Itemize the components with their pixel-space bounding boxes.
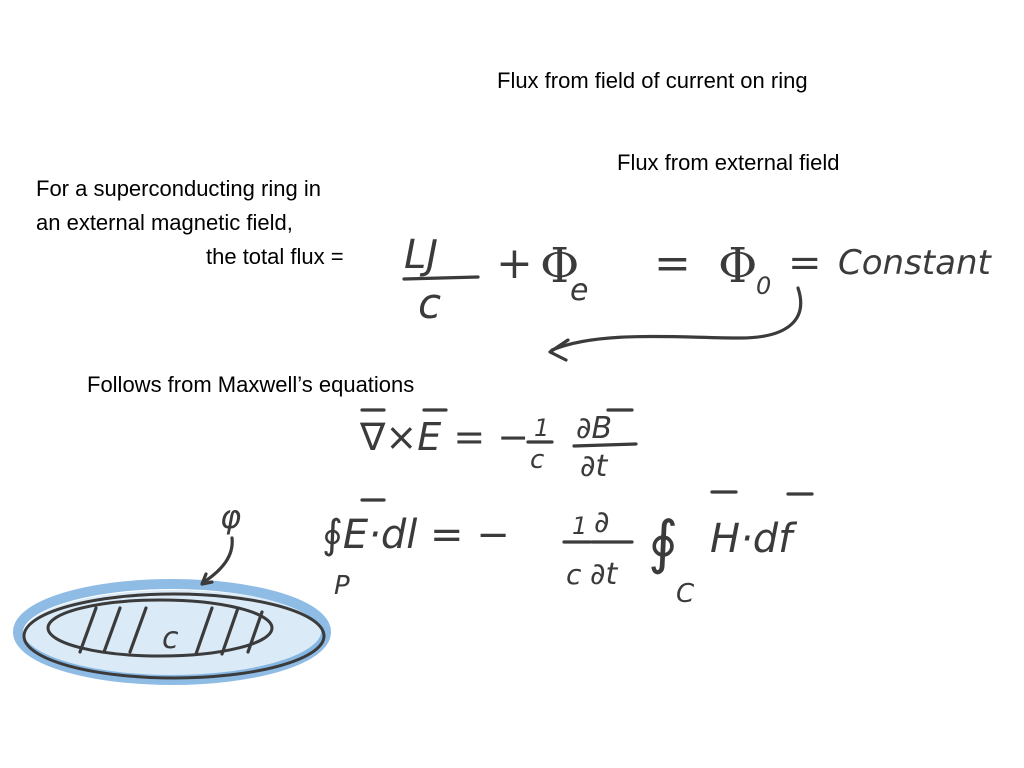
integral-equation: ∮E·dl = − P 1 c ∂ ∂t ∮ C H·df (322, 490, 814, 609)
flux-current-label: Flux from field of current on ring (497, 68, 808, 93)
phi-pointer-head (200, 572, 214, 586)
eq1-plus: + (496, 238, 533, 289)
eq2-db: ∂B (576, 411, 612, 446)
eq1-phi-0-subscript: 0 (756, 272, 771, 300)
arrow-head (548, 338, 570, 362)
eq1-numerator: LJ (404, 232, 438, 278)
ring-sketch: c φ (13, 498, 331, 685)
intro-line-1: For a superconducting ring in (36, 176, 321, 201)
flux-equation: LJ c + Φ e = Φ 0 = Constant (402, 232, 993, 328)
eq1-constant: Constant (838, 243, 993, 283)
eq2-dt: ∂t (580, 449, 609, 484)
eq3-lhs: ∮E·dl = − (322, 512, 510, 558)
eq2-curl: ∇×E = − (359, 415, 529, 459)
eq1-denominator: c (418, 279, 441, 328)
eq3-frac-num: 1 (572, 512, 587, 540)
eq1-phi-e: Φ (540, 238, 579, 294)
eq3-integral-subscript: C (676, 579, 695, 609)
eq2-frac-num: 1 (534, 414, 549, 442)
eq3-frac-den: c (566, 558, 582, 591)
eq3-d-den: ∂t (590, 557, 619, 592)
ring-highlight (13, 579, 331, 685)
arrow-curve (550, 286, 803, 352)
eq1-equals: = (654, 238, 691, 289)
ring-hatching (78, 606, 264, 656)
eq3-d-num: ∂ (594, 505, 610, 540)
ring-label-c: c (162, 621, 179, 656)
eq3-integral: ∮ (648, 508, 678, 576)
eq3-rhs: H·df (710, 516, 798, 562)
follows-label: Follows from Maxwell’s equations (87, 372, 415, 397)
eq1-phi-0: Φ (718, 238, 757, 294)
flux-external-label: Flux from external field (617, 150, 840, 175)
curved-arrow (548, 286, 803, 362)
curl-equation: ∇×E = − 1 c ∂B ∂t (359, 408, 638, 484)
ring-outer-outline (22, 592, 326, 680)
intro-line-2: an external magnetic field, (36, 210, 293, 235)
ring-inner-outline (46, 598, 274, 658)
eq2-frac-den: c (530, 445, 544, 475)
eq1-fraction-bar (402, 275, 480, 281)
eq1-phi-e-subscript: e (570, 273, 588, 308)
eq3-lhs-subscript: P (334, 571, 350, 601)
phi-pointer-line (202, 536, 234, 584)
eq1-equals-2: = (788, 240, 822, 286)
eq2-db-bar (572, 442, 638, 448)
intro-line-3: the total flux = (206, 244, 344, 269)
phi-symbol: φ (220, 498, 241, 536)
